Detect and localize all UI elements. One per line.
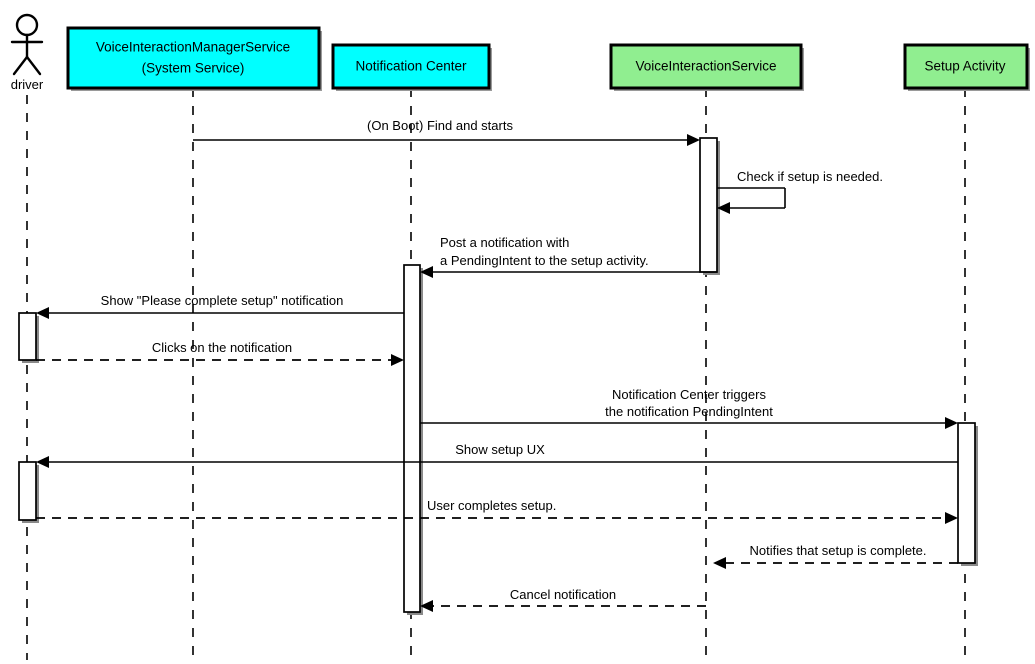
message-label-post-notification-line2: a PendingIntent to the setup activity. xyxy=(440,253,649,268)
message-6-arrowhead xyxy=(945,417,958,429)
participant-box-vims[interactable]: VoiceInteractionManagerService (System S… xyxy=(66,26,322,91)
participant-label-setup-activity: Setup Activity xyxy=(924,59,1005,74)
message-10-arrowhead xyxy=(420,600,433,612)
box-fill-voice-interaction-service xyxy=(609,43,803,90)
participant-label-vims-line1: VoiceInteractionManagerService xyxy=(96,40,290,55)
message-labels-layer: (On Boot) Find and starts Check if setup… xyxy=(101,118,927,602)
actor-head-icon xyxy=(15,13,39,37)
message-label-user-completes-setup: User completes setup. xyxy=(427,498,556,513)
activation-bar-notification-center xyxy=(403,264,421,613)
message-label-cancel-notification: Cancel notification xyxy=(510,587,616,602)
box-fill-notification-center xyxy=(331,43,491,90)
actor-driver[interactable]: driver xyxy=(11,13,44,92)
message-label-on-boot-find-and-starts: (On Boot) Find and starts xyxy=(367,118,513,133)
message-label-show-setup-ux: Show setup UX xyxy=(455,442,545,457)
message-label-show-please-complete-setup-notification: Show "Please complete setup" notificatio… xyxy=(101,293,344,308)
message-label-check-if-setup-is-needed: Check if setup is needed. xyxy=(737,169,883,184)
message-1-arrowhead xyxy=(687,134,700,146)
messages-layer xyxy=(36,134,958,612)
actor-leg-right-icon xyxy=(25,55,42,76)
activation-bar-setup-activity xyxy=(957,422,976,564)
message-5-arrowhead xyxy=(391,354,404,366)
message-8-arrowhead xyxy=(945,512,958,524)
participant-box-setup-activity[interactable]: Setup Activity xyxy=(903,43,1030,91)
message-9-arrowhead xyxy=(713,557,726,569)
participant-box-voice-interaction-service[interactable]: VoiceInteractionService xyxy=(609,43,804,91)
participant-headers: driver VoiceInteractionManagerService (S… xyxy=(11,13,1030,92)
message-label-notifies-that-setup-is-complete: Notifies that setup is complete. xyxy=(749,543,926,558)
activation-bar-driver xyxy=(18,461,37,521)
activation-bar-driver xyxy=(18,312,37,361)
box-fill-vims xyxy=(66,26,321,90)
actor-label-driver: driver xyxy=(11,77,44,92)
message-7-arrowhead xyxy=(36,456,49,468)
message-label-notification-center-triggers-line2: the notification PendingIntent xyxy=(605,404,773,419)
participant-label-voice-interaction-service: VoiceInteractionService xyxy=(635,59,776,74)
participant-label-notification-center: Notification Center xyxy=(355,59,467,74)
box-fill-setup-activity xyxy=(903,43,1029,90)
participant-label-vims-line2: (System Service) xyxy=(142,61,245,76)
message-3-arrowhead xyxy=(420,266,433,278)
message-label-notification-center-triggers-line1: Notification Center triggers xyxy=(612,387,766,402)
activation-bars-layer xyxy=(18,137,978,615)
message-4-arrowhead xyxy=(36,307,49,319)
actor-leg-left-icon xyxy=(12,55,29,76)
participant-box-notification-center[interactable]: Notification Center xyxy=(331,43,492,91)
message-label-clicks-on-the-notification: Clicks on the notification xyxy=(152,340,292,355)
activation-bar-voice-interaction-service xyxy=(699,137,718,273)
message-label-post-notification-line1: Post a notification with xyxy=(440,235,569,250)
message-2-arrowhead xyxy=(717,202,730,214)
